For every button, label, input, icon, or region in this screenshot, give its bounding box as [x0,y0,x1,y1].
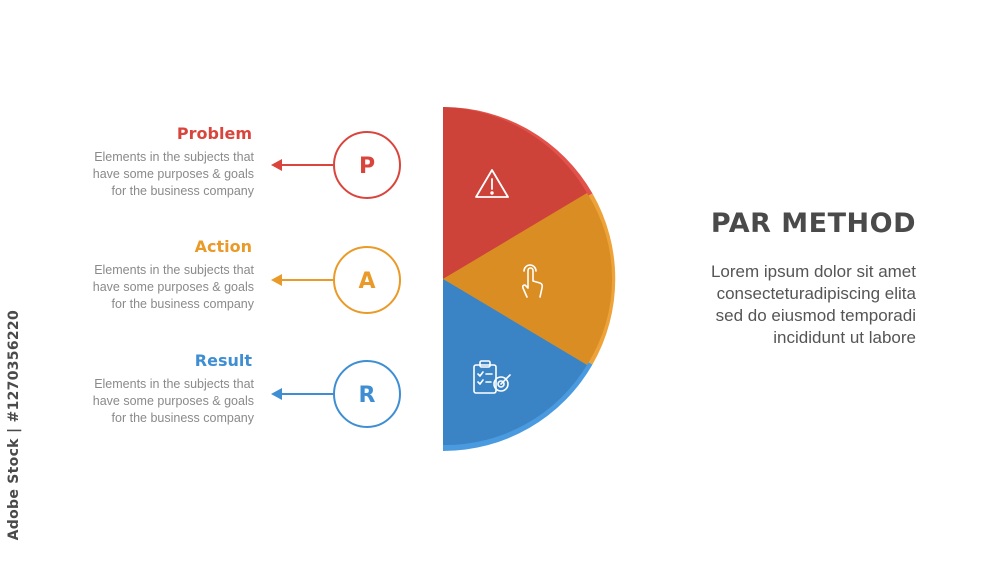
item-result: Result Elements in the subjects that hav… [0,351,260,427]
item-title: Action [194,237,252,256]
item-title: Problem [176,124,252,143]
letter-a: A [358,269,375,294]
letter-circle-p [333,131,401,199]
stock-watermark: Adobe Stock | #1270356220 [6,310,22,541]
warning-triangle-icon [475,169,509,198]
main-title: PAR METHOD [710,208,916,239]
main-body-text: Lorem ipsum dolor sit amet consecteturad… [710,262,916,347]
item-title: Result [194,351,252,370]
segment-result [443,279,587,446]
letter-p: P [359,154,375,179]
connector-result [271,388,333,400]
letter-circle-a [333,246,401,314]
letter-circle-r [333,360,401,428]
segment-problem [443,107,587,279]
item-description: Elements in the subjects that have some … [92,377,254,425]
item-problem: Problem Elements in the subjects that ha… [0,124,260,200]
connector-problem [271,159,333,171]
item-description: Elements in the subjects that have some … [92,150,254,198]
hand-tap-icon [521,264,544,298]
connector-action [271,274,333,286]
letter-r: R [359,383,376,408]
item-action: Action Elements in the subjects that hav… [0,237,260,313]
item-description: Elements in the subjects that have some … [92,263,254,311]
clipboard-target-icon [473,360,511,394]
